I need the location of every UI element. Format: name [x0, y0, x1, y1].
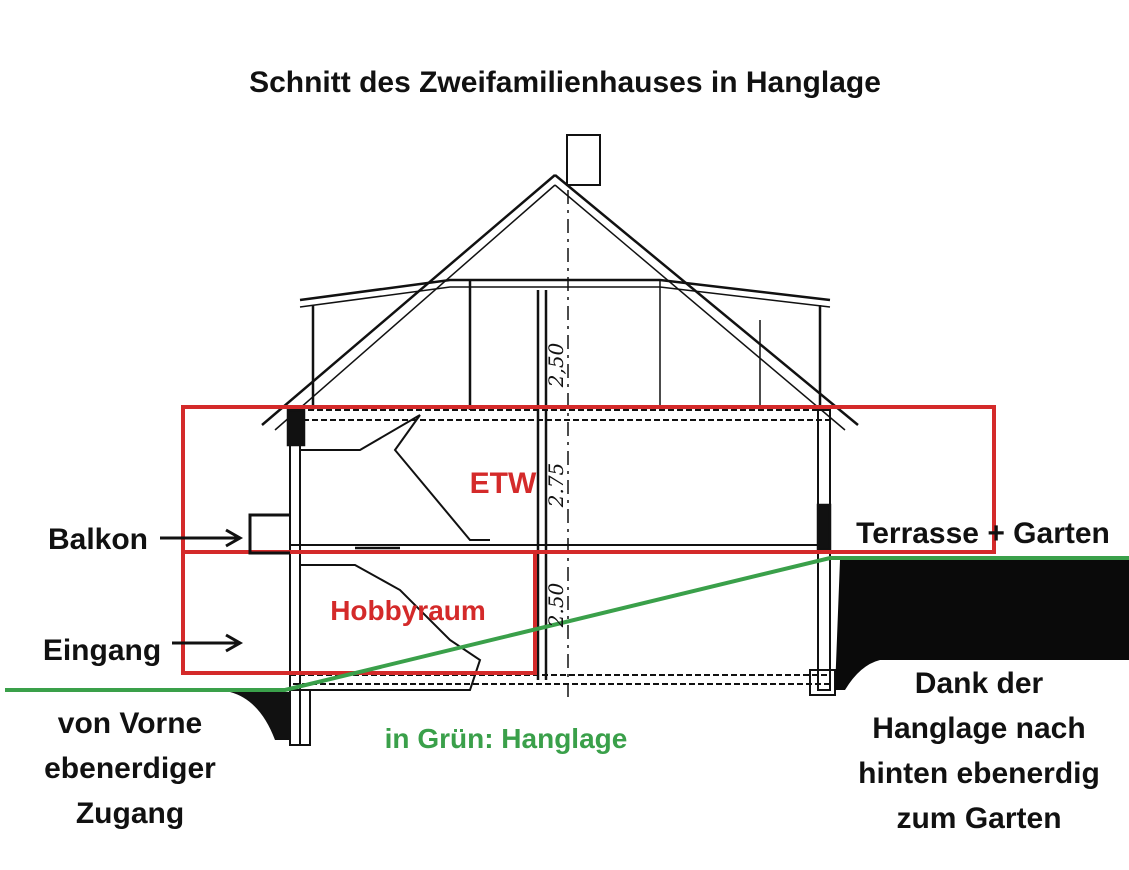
diagram-title: Schnitt des Zweifamilienhauses in Hangla… — [249, 66, 881, 99]
dim-lower: 2.50 — [544, 582, 568, 628]
terrasse-label: Terrasse + Garten — [856, 517, 1110, 550]
left-wall — [289, 409, 301, 746]
back-note: Dank der Hanglage nach hinten ebenerdig … — [858, 667, 1100, 835]
attic-floor — [289, 409, 831, 421]
lower-stair — [300, 564, 482, 691]
svg-text:zum Garten: zum Garten — [896, 802, 1061, 835]
svg-text:hinten ebenerdig: hinten ebenerdig — [858, 757, 1100, 790]
dimension-labels: 2,50 2.75 2.50 — [544, 342, 568, 628]
balkon-marker — [160, 513, 290, 653]
svg-text:ebenerdiger: ebenerdiger — [44, 752, 216, 785]
ground-floor — [289, 674, 831, 685]
svg-text:Dank der: Dank der — [915, 667, 1044, 700]
roof-left — [261, 174, 556, 426]
balkon-label: Balkon — [48, 523, 148, 556]
etw-box — [181, 405, 996, 554]
dim-upper: 2.75 — [544, 463, 568, 509]
upper-stair — [300, 414, 490, 541]
house-drawing — [261, 134, 859, 746]
chimney — [566, 134, 601, 186]
front-note: von Vorne ebenerdiger Zugang — [44, 707, 216, 830]
hanglage-label: in Grün: Hanglage — [385, 723, 628, 754]
purlin-line — [299, 278, 831, 302]
roof-right — [554, 174, 859, 426]
dim-attic: 2,50 — [544, 342, 568, 388]
hobbyraum-label: Hobbyraum — [330, 595, 486, 626]
svg-text:Hanglage nach: Hanglage nach — [872, 712, 1085, 745]
svg-text:Zugang: Zugang — [76, 797, 184, 830]
etw-label: ETW — [470, 467, 537, 500]
ground-fill-right — [835, 560, 1129, 690]
svg-text:von Vorne: von Vorne — [58, 707, 202, 740]
slope-line — [5, 556, 1129, 692]
eingang-label: Eingang — [43, 634, 161, 667]
